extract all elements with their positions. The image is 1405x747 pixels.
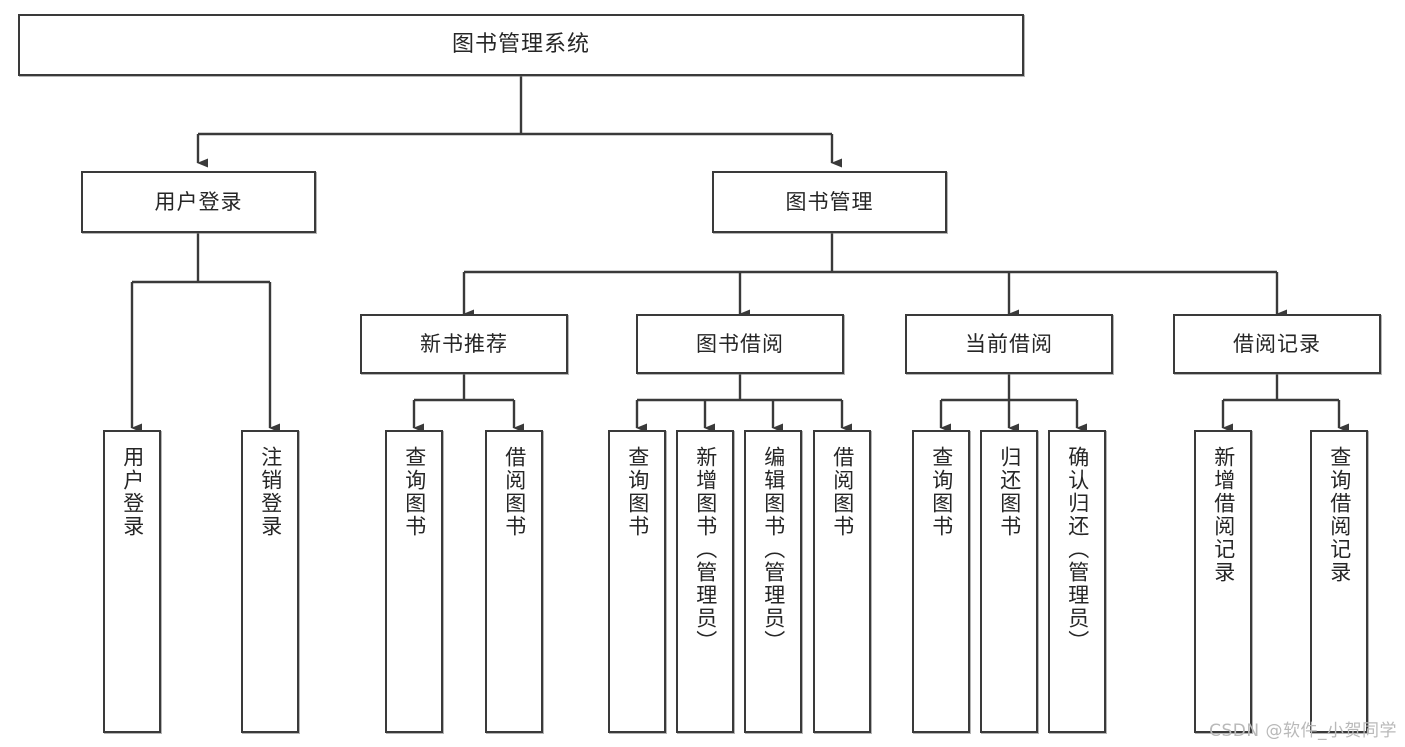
leaf-borrow-book[interactable]: 借阅图书 (813, 430, 871, 733)
leaf-borrow-book-recommend[interactable]: 借阅图书 (485, 430, 543, 733)
node-label: 图书管理系统 (451, 32, 590, 58)
node-user-login[interactable]: 用户登录 (81, 171, 316, 233)
node-label: 借阅图书 (502, 446, 527, 538)
node-label: 用户登录 (120, 446, 145, 538)
leaf-add-borrow-record[interactable]: 新增借阅记录 (1194, 430, 1252, 733)
node-label: 查询图书 (625, 446, 650, 538)
node-label: 当前借阅 (965, 331, 1053, 356)
node-label: 编辑图书（管理员） (761, 446, 786, 653)
node-label: 归还图书 (997, 446, 1022, 538)
node-label: 注销登录 (258, 446, 283, 538)
node-root-book-management-system[interactable]: 图书管理系统 (18, 14, 1024, 76)
node-label: 新书推荐 (420, 331, 508, 356)
leaf-return-book[interactable]: 归还图书 (980, 430, 1038, 733)
node-label: 借阅记录 (1233, 331, 1321, 356)
node-label: 图书借阅 (696, 331, 784, 356)
node-book-management[interactable]: 图书管理 (712, 171, 947, 233)
node-label: 图书管理 (785, 189, 874, 214)
leaf-query-book-current[interactable]: 查询图书 (912, 430, 970, 733)
node-label: 确认归还（管理员） (1065, 446, 1090, 653)
csdn-watermark: CSDN @软件_小贺同学 (1209, 721, 1397, 741)
leaf-user-login[interactable]: 用户登录 (103, 430, 161, 733)
leaf-confirm-return-admin[interactable]: 确认归还（管理员） (1048, 430, 1106, 733)
leaf-query-book-borrow[interactable]: 查询图书 (608, 430, 666, 733)
node-book-borrow[interactable]: 图书借阅 (636, 314, 844, 374)
leaf-add-book-admin[interactable]: 新增图书（管理员） (676, 430, 734, 733)
node-borrow-record[interactable]: 借阅记录 (1173, 314, 1381, 374)
node-label: 查询图书 (402, 446, 427, 538)
node-label: 查询图书 (929, 446, 954, 538)
node-label: 新增借阅记录 (1211, 446, 1236, 584)
leaf-query-borrow-record[interactable]: 查询借阅记录 (1310, 430, 1368, 733)
leaf-edit-book-admin[interactable]: 编辑图书（管理员） (744, 430, 802, 733)
leaf-logout[interactable]: 注销登录 (241, 430, 299, 733)
node-label: 借阅图书 (830, 446, 855, 538)
node-current-borrow[interactable]: 当前借阅 (905, 314, 1113, 374)
node-label: 查询借阅记录 (1327, 446, 1352, 584)
node-new-book-recommend[interactable]: 新书推荐 (360, 314, 568, 374)
node-label: 新增图书（管理员） (693, 446, 718, 653)
node-label: 用户登录 (154, 189, 243, 214)
leaf-query-book-recommend[interactable]: 查询图书 (385, 430, 443, 733)
